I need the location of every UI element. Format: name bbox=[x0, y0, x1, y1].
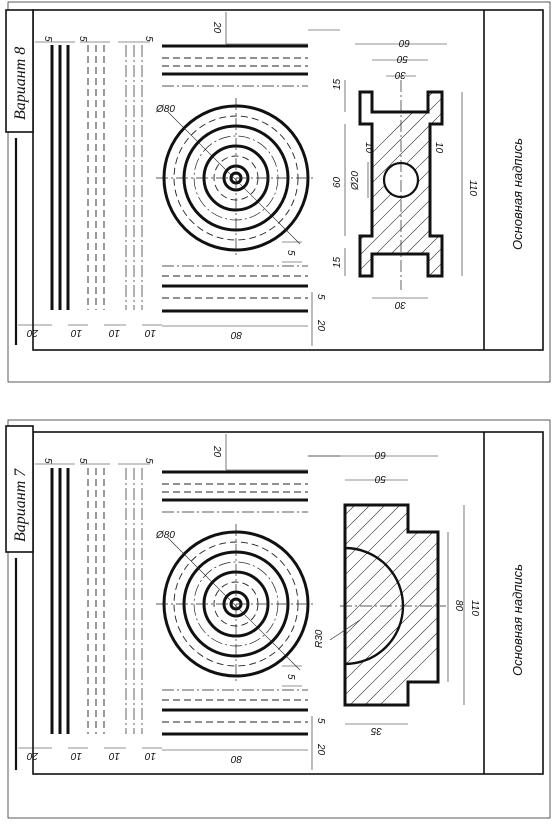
dim-bottom: 20 bbox=[315, 743, 326, 756]
dim-overall: 110 bbox=[467, 180, 478, 196]
sheet-inner-frame bbox=[32, 9, 544, 351]
circle-step: 5 bbox=[285, 250, 296, 256]
circle-step: 5 bbox=[285, 674, 296, 680]
line-type-samples: 5 5 5 20 10 10 10 bbox=[18, 36, 162, 338]
part-section-8: 60 50 30 15 60 Ø20 15 110 10 10 30 bbox=[332, 37, 478, 310]
dim-flange-top: 15 bbox=[332, 78, 343, 90]
dim-label: 5 bbox=[143, 36, 154, 42]
stamp-label: Основная надпись bbox=[510, 564, 525, 676]
horizontal-line-samples: 20 5 20 80 bbox=[162, 12, 340, 346]
dim-radius: R30 bbox=[314, 629, 325, 648]
dim-label: 10 bbox=[70, 327, 82, 338]
dim-top-overall: 60 bbox=[374, 449, 386, 460]
dim-inner-height: 80 bbox=[453, 600, 464, 612]
dim-label: 20 bbox=[26, 327, 39, 338]
sheet-variant-8: Вариант 8 Основная надпись 5 5 5 2 bbox=[5, 1, 551, 383]
dim-label: 10 bbox=[144, 750, 156, 761]
stamp-label: Основная надпись bbox=[510, 138, 525, 250]
dim-flange-bottom: 15 bbox=[332, 256, 343, 268]
dim-label: 5 bbox=[42, 458, 53, 464]
dim-label: 5 bbox=[42, 36, 53, 42]
dim-bottom: 20 bbox=[315, 319, 326, 332]
dim-label: 10 bbox=[108, 750, 120, 761]
line-type-samples: 5 5 5 20 10 10 10 bbox=[18, 458, 162, 761]
dim-top-inner: 50 bbox=[396, 53, 408, 64]
dim-length: 80 bbox=[230, 329, 242, 340]
dim-wall-right: 10 bbox=[433, 142, 444, 154]
sheet-outer-frame bbox=[7, 1, 551, 383]
dim-middle: 60 bbox=[332, 176, 343, 188]
dim-top: 20 bbox=[211, 445, 222, 458]
dim-top-neck: 30 bbox=[394, 69, 406, 80]
title-box bbox=[5, 9, 34, 133]
dim-label: 5 bbox=[77, 36, 88, 42]
dim-label: 5 bbox=[143, 458, 154, 464]
dim-top-inner: 50 bbox=[374, 473, 386, 484]
dim-bottom: 35 bbox=[370, 725, 382, 736]
horizontal-line-samples: 20 5 20 80 bbox=[162, 434, 340, 770]
concentric-circles: Ø80 5 bbox=[155, 98, 316, 263]
sheet-variant-7: Вариант 7 Основная надпись 5 5 5 20 10 bbox=[5, 419, 551, 819]
dim-top-overall: 60 bbox=[398, 37, 410, 48]
variant-title: Вариант 8 bbox=[12, 47, 29, 120]
concentric-circles: Ø80 5 bbox=[155, 524, 316, 687]
circle-diameter: Ø80 bbox=[155, 530, 175, 541]
part-outline bbox=[343, 503, 440, 707]
dim-gap: 5 bbox=[315, 294, 326, 300]
dim-label: 10 bbox=[108, 327, 120, 338]
dim-label: 5 bbox=[77, 458, 88, 464]
dim-top: 20 bbox=[211, 21, 222, 34]
dim-length: 80 bbox=[230, 753, 242, 764]
dim-hole: Ø20 bbox=[350, 171, 361, 191]
sheet-outer-frame bbox=[7, 419, 551, 819]
title-box bbox=[5, 425, 34, 553]
dim-bottom-neck: 30 bbox=[394, 299, 406, 310]
variant-title: Вариант 7 bbox=[12, 468, 29, 542]
part-section-7: 60 50 R30 80 110 35 bbox=[308, 449, 480, 736]
dim-gap: 5 bbox=[315, 718, 326, 724]
dim-overall: 110 bbox=[469, 600, 480, 616]
part-outline bbox=[358, 90, 444, 278]
dim-label: 10 bbox=[70, 750, 82, 761]
dim-label: 20 bbox=[26, 750, 39, 761]
dim-label: 10 bbox=[144, 327, 156, 338]
sheet-inner-frame bbox=[32, 431, 544, 775]
dim-wall-left: 10 bbox=[363, 142, 374, 154]
circle-diameter: Ø80 bbox=[155, 104, 175, 115]
